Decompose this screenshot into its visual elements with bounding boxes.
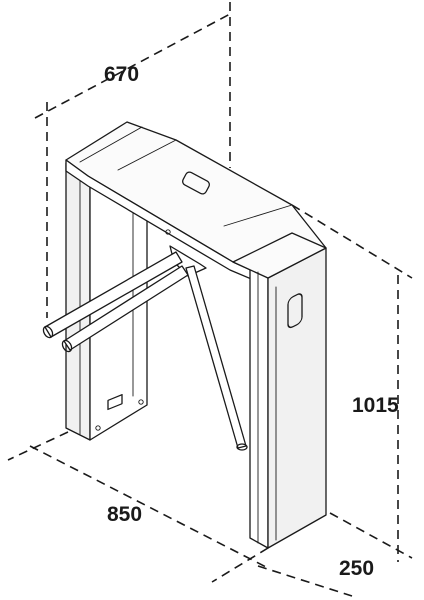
- arm-end-cap: [236, 443, 248, 451]
- height-extension-top: [291, 204, 413, 279]
- housing-depth-dimension-line: [257, 565, 353, 597]
- right-housing-top-cap: [232, 232, 327, 279]
- arm-end-cap: [42, 325, 54, 339]
- right-housing-side-face: [267, 247, 327, 549]
- depth-dimension-label: 670: [104, 63, 139, 86]
- left-pillar-front-face: [65, 162, 91, 441]
- right-housing: [232, 232, 327, 549]
- height-extension-bottom: [329, 512, 413, 559]
- width-dimension-label: 850: [107, 503, 142, 526]
- right-housing-front-edge: [249, 267, 269, 549]
- card-reader-window-icon: [287, 293, 303, 329]
- width-dimension-line: [29, 445, 269, 569]
- left-pillar-screw-icon: [138, 399, 144, 405]
- housing-depth-dimension-label: 250: [339, 557, 374, 580]
- left-pillar-screw-icon: [95, 425, 101, 431]
- top-beam: [65, 121, 327, 287]
- top-cover-hatch-icon: [181, 171, 211, 195]
- rotor-arm-lower: [185, 265, 247, 449]
- width-extension-left: [7, 431, 69, 461]
- tripod-rotor: [42, 245, 248, 451]
- beam-screw-icon: [165, 229, 171, 235]
- width-extension-right: [211, 547, 269, 583]
- rotor-arm-upper: [44, 251, 183, 338]
- arm-end-cap: [61, 339, 73, 353]
- depth-dimension-line: [34, 13, 231, 119]
- dimension-lines: [7, 2, 413, 597]
- height-dimension-label: 1015: [352, 394, 399, 417]
- left-pillar-sensor-icon: [107, 394, 123, 411]
